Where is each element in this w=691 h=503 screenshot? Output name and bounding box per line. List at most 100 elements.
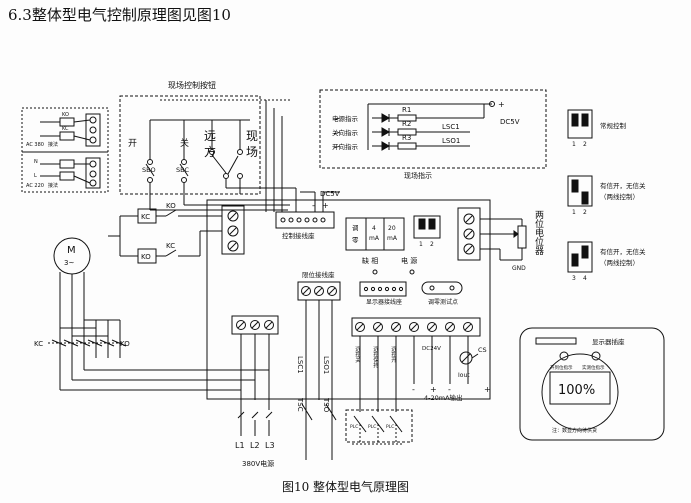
mains-label: 380V电源 bbox=[242, 459, 274, 468]
ac380-label: AC 380 bbox=[26, 142, 44, 148]
sbc-contact-bottom bbox=[181, 177, 187, 183]
ko-contact-label: KO bbox=[166, 202, 176, 210]
potentiometer-label: 两位电位器 bbox=[533, 210, 544, 255]
selector-contact-a bbox=[209, 149, 215, 155]
sbo-contact-bottom bbox=[147, 177, 153, 183]
controller-board bbox=[206, 199, 491, 400]
figure-caption: 图10 整体型电气原理图 bbox=[281, 480, 410, 494]
sbc-contact-top bbox=[181, 159, 187, 165]
close-indicator-label: 关向指示 bbox=[332, 128, 359, 137]
kc-small-label: KC bbox=[62, 126, 69, 132]
remote-label-1: 远 bbox=[204, 129, 216, 143]
gnd-label: GND bbox=[512, 265, 526, 272]
kc-left-label: KC bbox=[34, 340, 43, 348]
r2-label: R2 bbox=[402, 120, 411, 128]
ac380-wiring-box bbox=[21, 107, 109, 153]
resistor-r3 bbox=[397, 142, 417, 150]
display-note: 注：数显方向待供货 bbox=[552, 427, 597, 434]
ctrl-terminal-label: 控制接线座 bbox=[282, 231, 315, 240]
mode-2wire-sw2: 2 bbox=[583, 209, 587, 216]
remote-open-label: 远控开 bbox=[390, 345, 397, 364]
mode-2wire-b-label: 有信开，无信关 bbox=[600, 247, 646, 256]
display-terminal-label: 显示器接线座 bbox=[366, 298, 402, 306]
mode-2wire-switch bbox=[567, 175, 593, 207]
remote-close-label: 远控关 bbox=[354, 345, 361, 364]
mode-sw4: 4 bbox=[583, 275, 587, 282]
adjust-zero-1: 调 bbox=[352, 223, 359, 232]
dip-2-label: 2 bbox=[430, 241, 434, 248]
adjust-zero-box bbox=[345, 217, 405, 251]
ko-coil-label: KO bbox=[141, 253, 151, 261]
remote-hold-label: 远控保持 bbox=[372, 345, 379, 370]
selector-contact-c bbox=[223, 173, 229, 179]
minus-label: - bbox=[312, 201, 315, 210]
ac380-wiring-label: 接法 bbox=[48, 141, 58, 148]
kc-contact-label: KC bbox=[166, 242, 175, 250]
ko-small-label: KO bbox=[62, 112, 69, 118]
ac220-label: AC 220 bbox=[26, 183, 44, 189]
power-led-label: 电 源 bbox=[401, 256, 417, 265]
dc24v-label: DC24V bbox=[422, 346, 441, 352]
ac220-wiring-box bbox=[21, 151, 109, 193]
motor-m-label: M bbox=[67, 245, 76, 256]
iout-label: Iout bbox=[458, 372, 470, 379]
open-label: 开 bbox=[128, 138, 137, 149]
motor-3-label: 3~ bbox=[64, 259, 74, 267]
power-led bbox=[409, 269, 415, 275]
onsite-indicator-label: 现场指示 bbox=[404, 171, 432, 180]
onsite-buttons-label: 现场控制按钮 bbox=[168, 80, 216, 90]
ko-right-label: KO bbox=[120, 340, 130, 348]
plus-label: + bbox=[322, 201, 329, 210]
dip-switch-main bbox=[413, 215, 441, 239]
plc-contact-box bbox=[345, 409, 413, 443]
selector-contact-d bbox=[237, 173, 243, 179]
onsite-buttons-box bbox=[119, 95, 261, 195]
open-led-diode bbox=[381, 141, 391, 151]
ma20-unit: mA bbox=[387, 235, 398, 242]
display-module-box bbox=[519, 327, 665, 441]
mode-normal-sw2: 2 bbox=[583, 141, 587, 148]
l3-label: L3 bbox=[265, 441, 275, 450]
phase-loss-label: 缺 相 bbox=[362, 256, 378, 265]
mode-normal-label: 常规控制 bbox=[600, 121, 627, 130]
ma20-value: 20 bbox=[388, 225, 396, 232]
mini-plc-c: PLC bbox=[386, 424, 394, 430]
tso-label: TSO bbox=[322, 397, 330, 413]
display-connector bbox=[359, 281, 407, 297]
plus-a: + bbox=[430, 385, 437, 394]
contactor-terminal-block bbox=[221, 205, 245, 255]
selector-contact-b bbox=[237, 149, 243, 155]
dc5v-top-label: DC5V bbox=[320, 190, 340, 198]
l1-label: L1 bbox=[235, 441, 245, 450]
ma4-value: 4 bbox=[372, 225, 376, 232]
potentiometer-resistor bbox=[517, 225, 527, 249]
remote-label-2: 方 bbox=[204, 144, 216, 159]
l-small-label: L bbox=[34, 173, 37, 179]
tsc-label: TSC bbox=[296, 397, 304, 412]
display-feedback: 实测位指示 bbox=[582, 364, 605, 371]
mode-2wire-sub: （两线控制） bbox=[600, 192, 639, 201]
sbc-label: SBC bbox=[176, 166, 189, 174]
zero-test-point bbox=[421, 281, 463, 295]
motor bbox=[53, 237, 91, 275]
plus-b: + bbox=[484, 385, 491, 394]
close-led-diode bbox=[381, 127, 391, 137]
site-label-2: 场 bbox=[246, 145, 258, 159]
plus-indicator-label: + bbox=[498, 100, 505, 109]
lso1-indicator-label: LSO1 bbox=[442, 137, 460, 145]
display-screen bbox=[549, 371, 611, 405]
dc5v-indicator-label: DC5V bbox=[500, 118, 520, 126]
lsc1-indicator-label: LSC1 bbox=[442, 123, 460, 131]
output-label: 4-20mA输出 bbox=[424, 393, 463, 402]
dip-1-label: 1 bbox=[419, 241, 423, 248]
onsite-indicator-box bbox=[319, 89, 547, 169]
adjust-zero-2: 零 bbox=[352, 236, 359, 244]
power-led-diode bbox=[381, 113, 391, 123]
r1-label: R1 bbox=[402, 106, 411, 114]
minus-a: - bbox=[412, 385, 415, 394]
mode-sw3: 3 bbox=[572, 275, 576, 282]
display-open-limit: 开到位指示 bbox=[550, 364, 573, 371]
mode-normal-sw1: 1 bbox=[572, 141, 576, 148]
lso1-label: LSO1 bbox=[322, 356, 330, 374]
adj-test-label: 调零测试点 bbox=[428, 298, 458, 306]
